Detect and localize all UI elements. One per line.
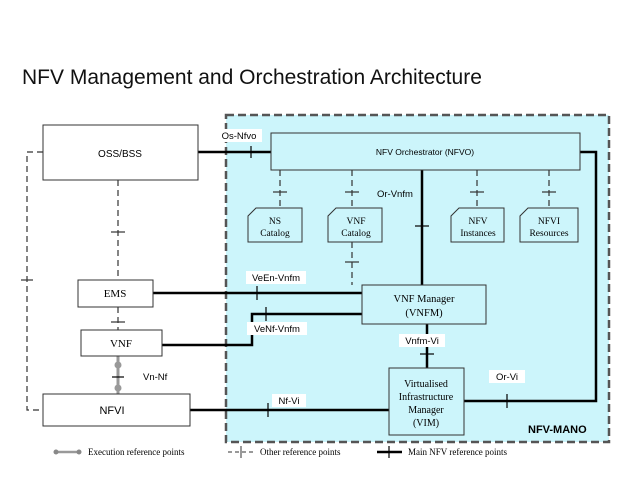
legend: Execution reference points Other referen…: [53, 446, 508, 458]
vnfm-line-2: (VNFM): [405, 308, 443, 319]
ems-box[interactable]: [77, 279, 154, 308]
vnf-catalog-line-2: Catalog: [341, 229, 371, 239]
legend-execution: Execution reference points: [88, 447, 185, 457]
label-vn-nf: Vn-Nf: [143, 372, 168, 383]
label-or-vi: Or-Vi: [496, 372, 518, 383]
label-venf-vnfm: VeNf-Vnfm: [254, 324, 300, 335]
vim-line-3: Manager: [408, 405, 444, 416]
ems-label: EMS: [104, 288, 127, 300]
nfv-instances-line-2: Instances: [460, 229, 496, 239]
ns-catalog[interactable]: NS Catalog: [247, 207, 303, 243]
label-or-vnfm: Or-Vnfm: [377, 189, 413, 200]
vnf-catalog-line-1: VNF: [346, 217, 365, 227]
label-nf-vi: Nf-Vi: [279, 396, 300, 407]
vnf-box[interactable]: [80, 329, 163, 357]
nfvi-resources-line-2: Resources: [529, 229, 568, 239]
vnfm-box[interactable]: [361, 284, 487, 325]
nfvi-resources[interactable]: NFVI Resources: [519, 207, 579, 243]
nfvi-label: NFVI: [99, 405, 124, 417]
ns-catalog-line-2: Catalog: [260, 229, 290, 239]
nfvo-label: NFV Orchestrator (NFVO): [376, 147, 474, 157]
nfvo-box[interactable]: [270, 132, 581, 171]
vnf-catalog[interactable]: VNF Catalog: [327, 207, 383, 243]
vim-line-1: Virtualised: [404, 379, 448, 390]
oss-bss-box[interactable]: [42, 124, 199, 181]
legend-main: Main NFV reference points: [408, 447, 508, 457]
vim-line-2: Infrastructure: [399, 392, 454, 403]
main-reference-ticks: [250, 146, 508, 417]
label-vnfm-vi: Vnfm-Vi: [405, 336, 439, 347]
vnf-label: VNF: [110, 338, 132, 350]
vim-line-4: (VIM): [413, 418, 439, 429]
vnfm-line-1: VNF Manager: [394, 294, 455, 305]
nfvi-box[interactable]: [42, 393, 191, 427]
ns-catalog-line-1: NS: [269, 217, 281, 227]
other-reference-ticks: [21, 191, 556, 323]
vim-box[interactable]: [388, 367, 465, 436]
nfv-instances-line-1: NFV: [468, 217, 487, 227]
label-veen-vnfm: VeEn-Vnfm: [252, 273, 300, 284]
page-title: NFV Management and Orchestration Archite…: [22, 66, 482, 89]
legend-other: Other reference points: [260, 447, 341, 457]
reference-labels: Os-Nfvo Or-Vnfm VeEn-Vnfm VeNf-Vnfm Vnfm…: [143, 129, 525, 407]
oss-bss-label: OSS/BSS: [98, 149, 142, 160]
nfvi-resources-line-1: NFVI: [538, 217, 560, 227]
other-reference-lines: [26, 151, 550, 411]
label-os-nfvo: Os-Nfvo: [222, 131, 257, 142]
execution-reference-vn-nf: [112, 356, 124, 394]
nfv-mano-label: NFV-MANO: [528, 424, 587, 436]
nfv-instances[interactable]: NFV Instances: [450, 207, 505, 243]
